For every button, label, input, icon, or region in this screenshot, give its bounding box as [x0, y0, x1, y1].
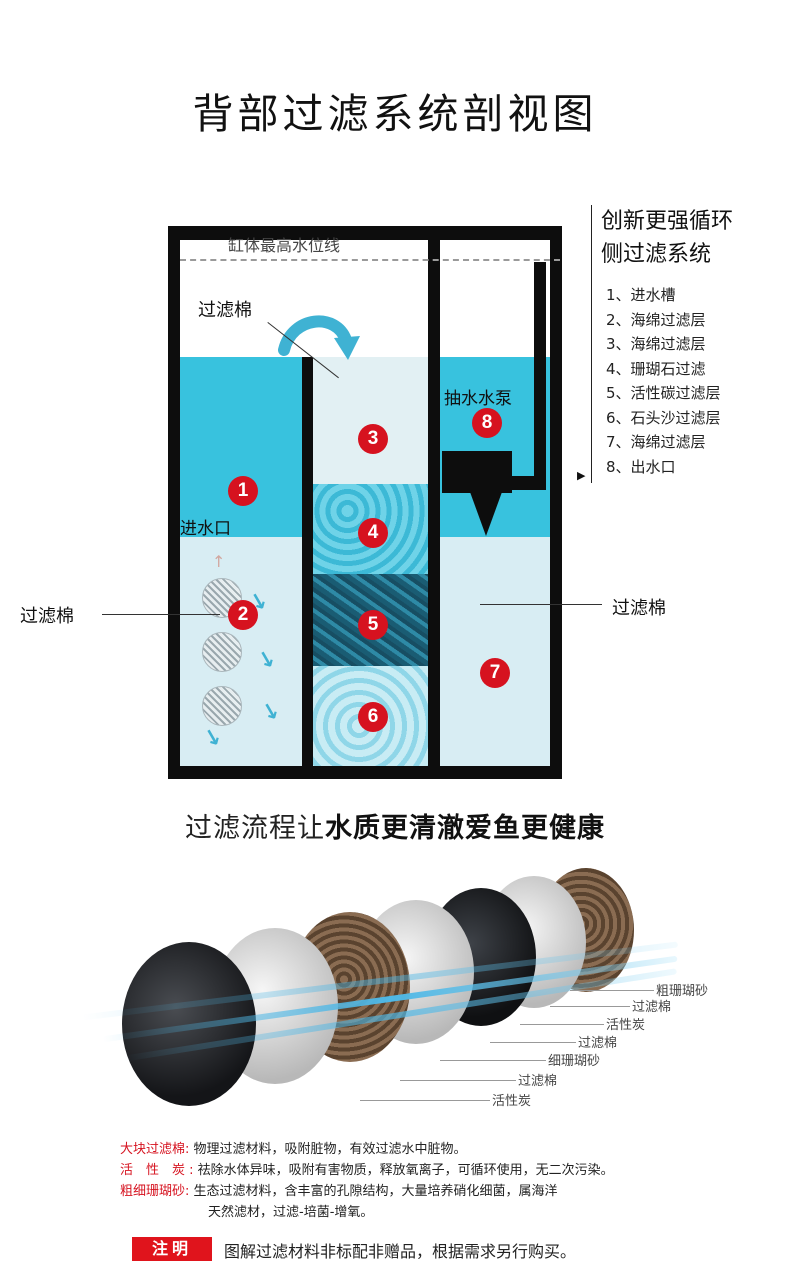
sponge-ball — [202, 632, 242, 672]
inlet-label: 进水口 — [180, 519, 231, 539]
note-key: 粗细珊瑚砂: — [120, 1184, 190, 1199]
list-item: 2、海绵过滤层 — [606, 310, 706, 329]
note-coral: 粗细珊瑚砂: 生态过滤材料，含丰富的孔隙结构，大量培养硝化细菌，属海洋 — [120, 1183, 558, 1201]
flow-curve-icon — [278, 315, 360, 360]
list-item: 7、海绵过滤层 — [606, 433, 706, 451]
slogan: 过滤流程让水质更清澈爱鱼更健康 — [0, 806, 790, 845]
return-chamber — [440, 537, 550, 766]
side-title-line1: 创新更强循环 — [601, 209, 734, 234]
callout-filter-cotton: 过滤棉 — [578, 1036, 618, 1051]
callout-carbon: 活性炭 — [606, 1018, 646, 1033]
side-title-line2: 侧过滤系统 — [601, 242, 712, 267]
callout-filter-cotton: 过滤棉 — [632, 1000, 672, 1015]
filter-media-illustration: 粗珊瑚砂 过滤棉 活性炭 过滤棉 细珊瑚砂 过滤棉 活性炭 — [81, 848, 740, 1138]
side-panel-list: 1、进水槽 2、海绵过滤层 3、海绵过滤层 4、珊瑚石过滤 5、活性碳过滤层 6… — [606, 283, 721, 479]
badge-4: 4 — [358, 518, 388, 548]
up-arrow-icon: ↑ — [212, 552, 226, 571]
filter-cotton-right-label: 过滤棉 — [612, 598, 666, 619]
note-key: 大块过滤棉: — [120, 1142, 190, 1157]
slogan-strong: 水质更清澈爱鱼更健康 — [325, 813, 605, 844]
pump-label: 抽水水泵 — [444, 389, 512, 409]
right-compartment — [440, 240, 550, 766]
pointer-line — [102, 614, 220, 615]
note-filter-cotton: 大块过滤棉: 物理过滤材料，吸附脏物，有效过滤水中脏物。 — [120, 1141, 467, 1159]
note-coral-continuation: 天然滤材，过滤-培菌-增氧。 — [208, 1205, 374, 1220]
page-title: 背部过滤系统剖视图 — [192, 90, 598, 138]
tank-diagram: ↓ ↓ ↓ ↓ ↑ 缸体最高水位线 过滤棉 进水口 抽水水泵 1 2 3 4 5… — [168, 226, 562, 779]
pump-body — [442, 451, 512, 493]
callout-filter-cotton: 过滤棉 — [518, 1074, 558, 1089]
note-carbon: 活 性 炭 : 祛除水体异味，吸附有害物质，释放氧离子，可循环使用，无二次污染。 — [120, 1162, 614, 1180]
callout-line — [360, 1100, 490, 1101]
side-panel-divider — [591, 205, 592, 483]
list-item: 5、活性碳过滤层 — [606, 384, 721, 402]
note-text: 物理过滤材料，吸附脏物，有效过滤水中脏物。 — [193, 1142, 467, 1157]
note-text: 祛除水体异味，吸附有害物质，释放氧离子，可循环使用，无二次污染。 — [197, 1163, 614, 1178]
badge-1: 1 — [228, 476, 258, 506]
notice-text: 图解过滤材料非标配非赠品，根据需求另行购买。 — [224, 1242, 577, 1261]
callout-line — [490, 1042, 576, 1043]
callout-line — [440, 1060, 546, 1061]
list-item: 4、珊瑚石过滤 — [606, 359, 706, 378]
left-compartment: ↓ ↓ ↓ ↓ ↑ — [180, 240, 428, 766]
notice-badge: 注明 — [132, 1237, 212, 1261]
callout-line — [520, 1024, 604, 1025]
callout-line — [570, 990, 654, 991]
filter-cotton-left-label: 过滤棉 — [20, 606, 74, 627]
max-water-line-label: 缸体最高水位线 — [228, 236, 341, 255]
note-key: 活 性 炭 : — [120, 1163, 194, 1178]
slogan-normal: 过滤流程让 — [185, 813, 325, 844]
max-water-dashed-line — [180, 259, 560, 261]
note-text: 生态过滤材料，含丰富的孔隙结构，大量培养硝化细菌，属海洋 — [193, 1184, 558, 1199]
badge-2: 2 — [228, 600, 258, 630]
badge-7: 7 — [480, 658, 510, 688]
list-item: 3、海绵过滤层 — [606, 335, 706, 353]
badge-6: 6 — [358, 702, 388, 732]
media-layer-sponge — [313, 357, 428, 484]
pump-nozzle — [470, 492, 502, 536]
outlet-pipe — [534, 262, 546, 488]
callout-line — [400, 1080, 516, 1081]
inner-divider — [302, 357, 313, 766]
list-item: 6、石头沙过滤层 — [606, 408, 721, 427]
badge-3: 3 — [358, 424, 388, 454]
side-panel-title: 创新更强循环 侧过滤系统 — [601, 205, 733, 271]
callout-carbon: 活性炭 — [492, 1094, 532, 1109]
triangle-marker-icon: ▶ — [577, 469, 586, 482]
outlet-pipe-elbow — [510, 476, 546, 490]
callout-line — [550, 1006, 630, 1007]
pointer-line — [480, 604, 602, 605]
list-item: 8、出水口 — [606, 457, 676, 476]
sponge-ball — [202, 686, 242, 726]
badge-8: 8 — [472, 408, 502, 438]
badge-5: 5 — [358, 610, 388, 640]
filter-cotton-top-label: 过滤棉 — [198, 300, 252, 321]
callout-fine-coral: 细珊瑚砂 — [548, 1054, 601, 1069]
list-item: 1、进水槽 — [606, 286, 676, 304]
callout-coarse-coral: 粗珊瑚砂 — [656, 984, 709, 999]
